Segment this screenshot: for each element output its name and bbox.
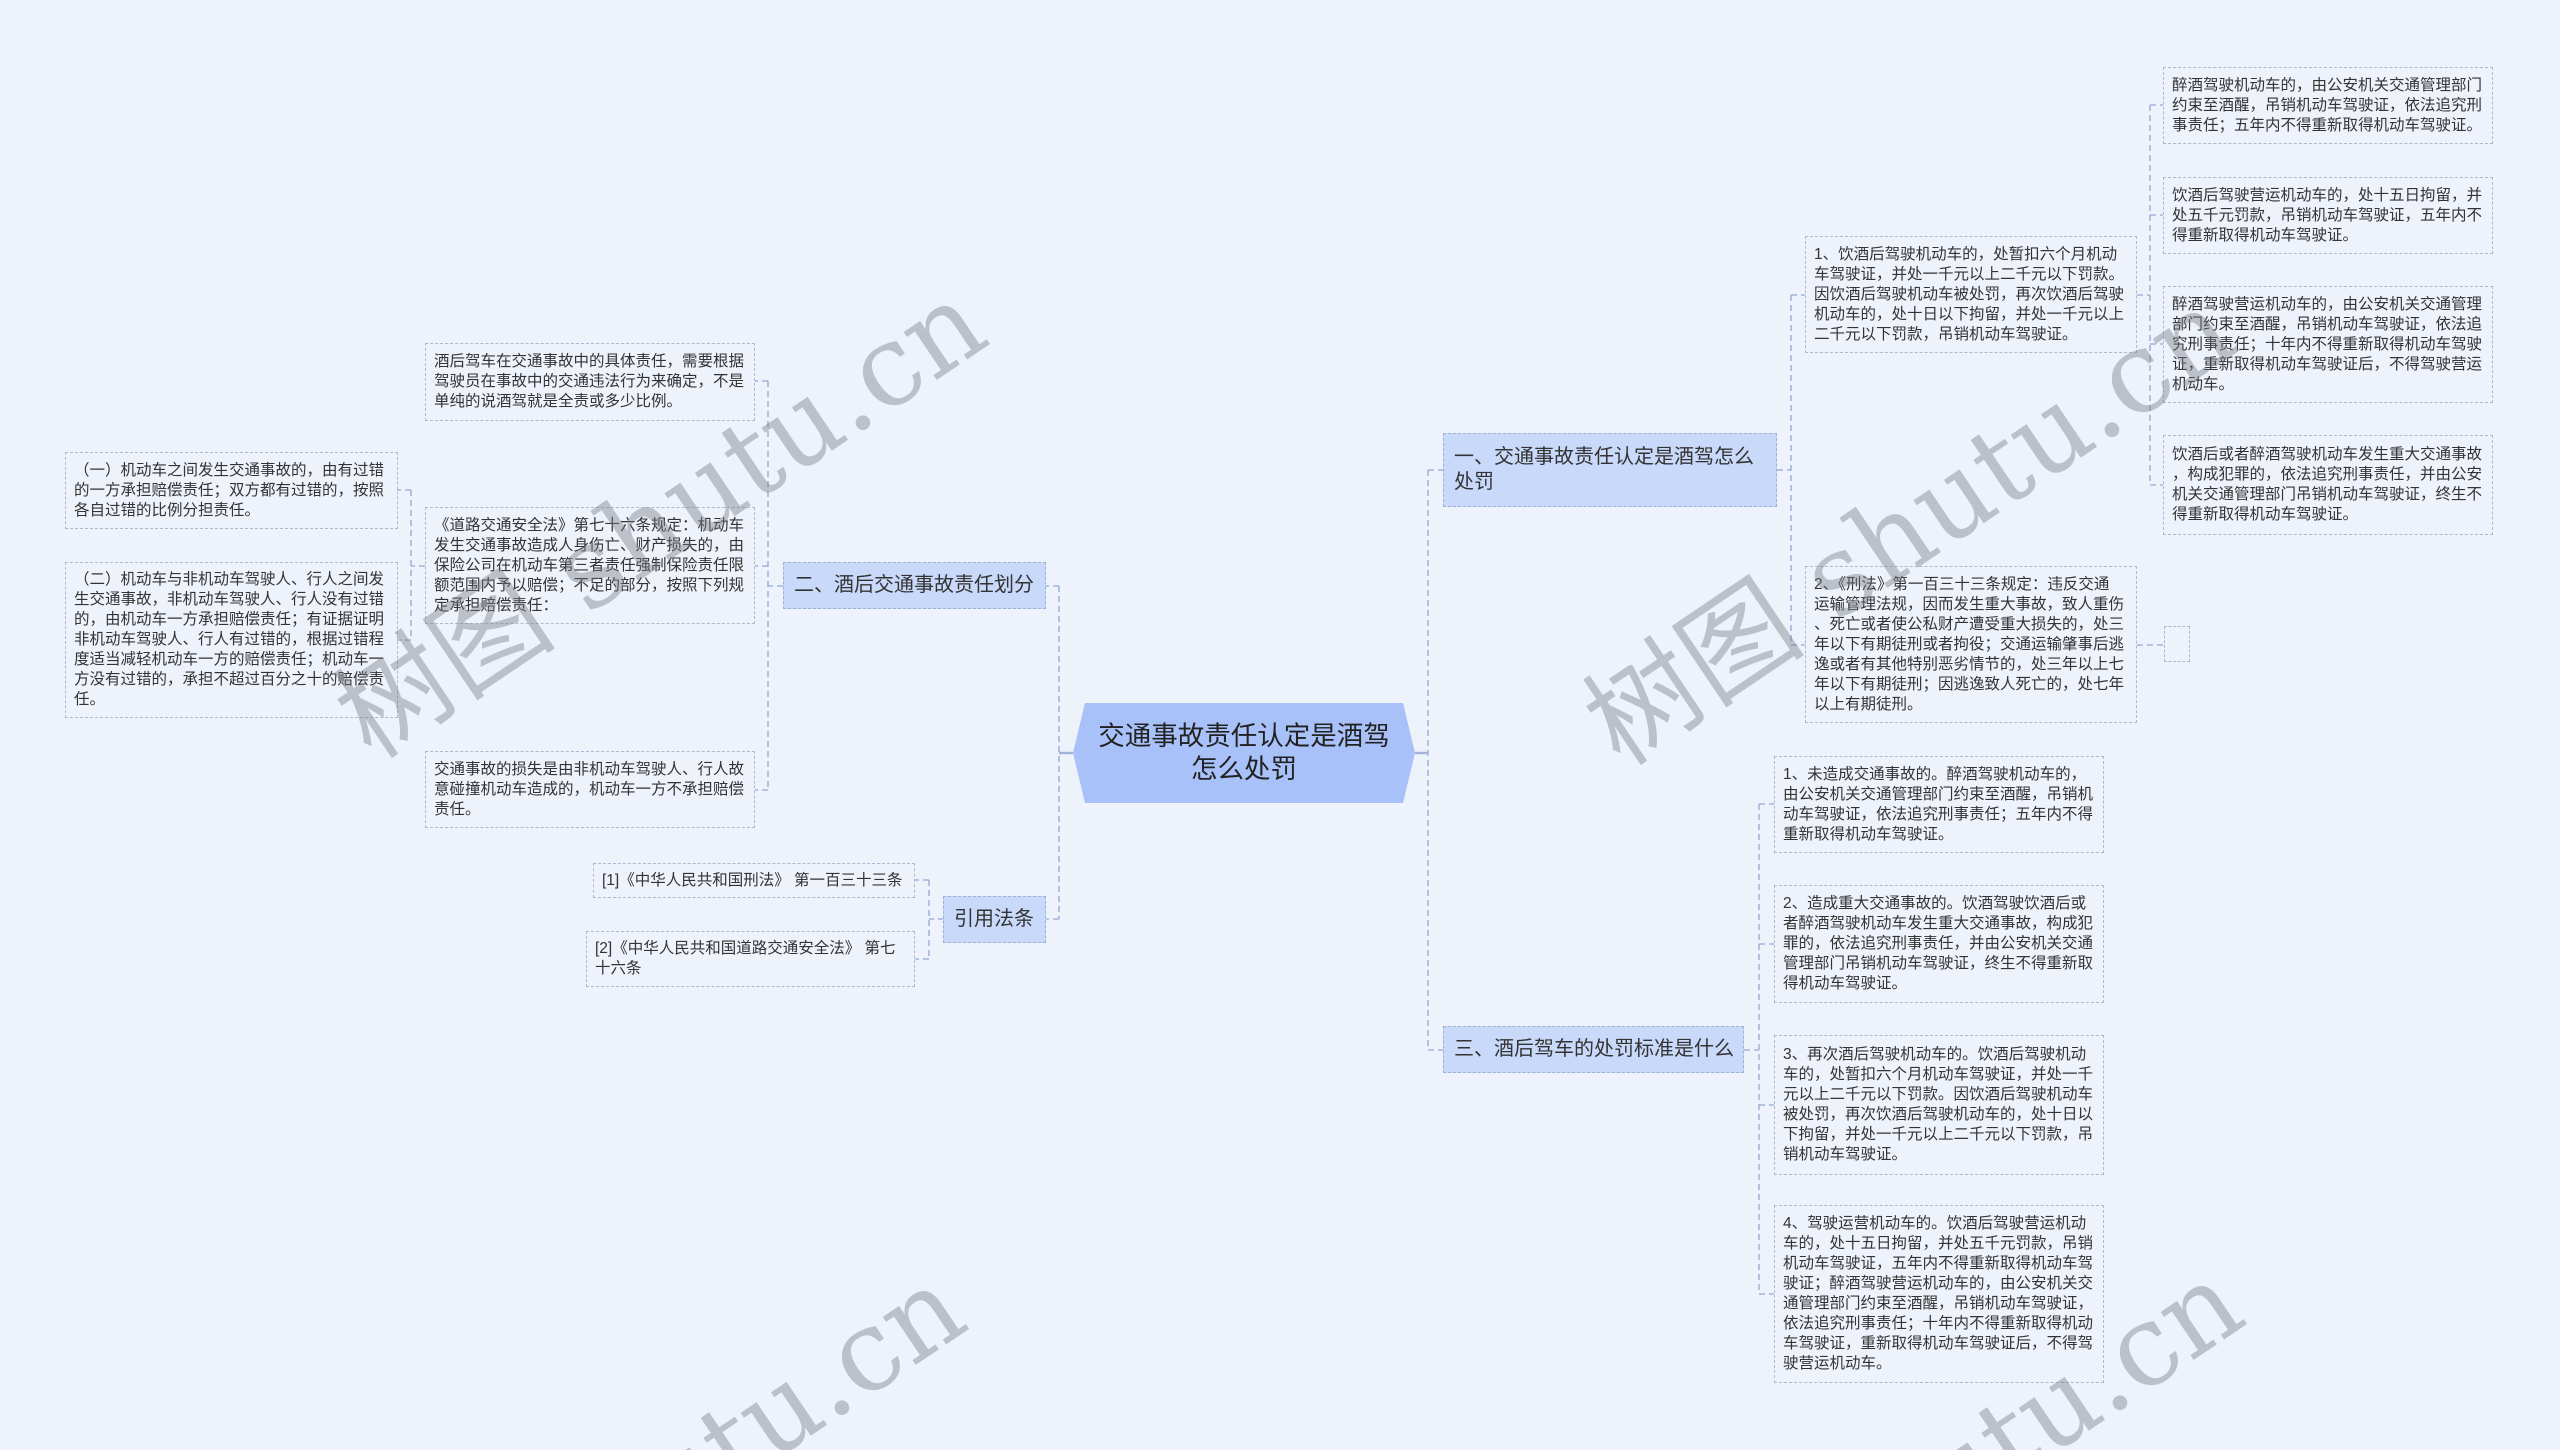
detail-text: 饮酒后驾驶营运机动车的，处十五日拘留，并 处五千元罚款，吊销机动车驾驶证，五年内…	[2172, 186, 2483, 244]
standard-text: 4、驾驶运营机动车的。饮酒后驾驶营运机动 车的，处十五日拘留，并处五千元罚款，吊…	[1783, 1215, 2094, 1372]
detail-major-accident: 饮酒后或者醉酒驾驶机动车发生重大交通事故 ，构成犯罪的，依法追究刑事责任，并由公…	[2163, 435, 2493, 535]
clause-text: （二）机动车与非机动车驾驶人、行人之间发 生交通事故，非机动车驾驶人、行人没有过…	[74, 571, 385, 708]
division-intentional-collision: 交通事故的损失是由非机动车驾驶人、行人故 意碰撞机动车造成的，机动车一方不承担赔…	[425, 751, 755, 828]
subtopic-text: 1、饮酒后驾驶机动车的，处暂扣六个月机动 车驾驶证，并处一千元以上二千元以下罚款…	[1814, 245, 2125, 343]
cited-law-road-safety: [2]《中华人民共和国道路交通安全法》 第七 十六条	[586, 931, 915, 987]
standard-repeat-offense: 3、再次酒后驾驶机动车的。饮酒后驾驶机动 车的，处暂扣六个月机动车驾驶证，并处一…	[1774, 1035, 2104, 1175]
cited-law-text: [2]《中华人民共和国道路交通安全法》 第七 十六条	[595, 940, 896, 977]
standard-text: 1、未造成交通事故的。醉酒驾驶机动车的， 由公安机关交通管理部门约束至酒醒，吊销…	[1783, 765, 2094, 843]
division-road-safety-law-76: 《道路交通安全法》第七十六条规定：机动车 发生交通事故造成人身伤亡、财产损失的，…	[425, 507, 755, 624]
subtopic-text: 2、《刑法》第一百三十三条规定：违反交通 运输管理法规，因而发生重大事故，致人重…	[1814, 575, 2125, 713]
clause-text: （一）机动车之间发生交通事故的，由有过错 的一方承担赔偿责任；双方都有过错的，按…	[74, 461, 385, 519]
division-text: 《道路交通安全法》第七十六条规定：机动车 发生交通事故造成人身伤亡、财产损失的，…	[434, 516, 745, 614]
detail-text: 饮酒后或者醉酒驾驶机动车发生重大交通事故 ，构成犯罪的，依法追究刑事责任，并由公…	[2172, 446, 2483, 523]
standard-text: 3、再次酒后驾驶机动车的。饮酒后驾驶机动 车的，处暂扣六个月机动车驾驶证，并处一…	[1783, 1046, 2094, 1163]
division-clause-one: （一）机动车之间发生交通事故的，由有过错 的一方承担赔偿责任；双方都有过错的，按…	[65, 452, 398, 529]
division-text: 酒后驾车在交通事故中的具体责任，需要根据 驾驶员在事故中的交通违法行为来确定，不…	[434, 353, 745, 410]
subtopic-criminal-law-133: 2、《刑法》第一百三十三条规定：违反交通 运输管理法规，因而发生重大事故，致人重…	[1805, 566, 2137, 723]
subtopic-drink-driving-penalty: 1、饮酒后驾驶机动车的，处暂扣六个月机动 车驾驶证，并处一千元以上二千元以下罚款…	[1805, 236, 2137, 353]
branch-topic-text: 引用法条	[954, 908, 1034, 930]
detail-drunk-driving: 醉酒驾驶机动车的，由公安机关交通管理部门 约束至酒醒，吊销机动车驾驶证，依法追究…	[2163, 67, 2493, 144]
branch-topic-liability-division: 二、酒后交通事故责任划分	[783, 562, 1046, 609]
detail-text: 醉酒驾驶营运机动车的，由公安机关交通管理 部门约束至酒醒，吊销机动车驾驶证，依法…	[2172, 295, 2483, 393]
branch-topic-penalty-standards: 三、酒后驾车的处罚标准是什么	[1443, 1026, 1744, 1073]
root-topic: 交通事故责任认定是酒驾 怎么处罚	[1073, 703, 1415, 803]
branch-topic-cited-laws: 引用法条	[943, 896, 1046, 943]
standard-text: 2、造成重大交通事故的。饮酒驾驶饮酒后或 者醉酒驾驶机动车发生重大交通事故，构成…	[1783, 895, 2094, 992]
cited-law-criminal: [1]《中华人民共和国刑法》 第一百三十三条	[593, 863, 915, 898]
branch-topic-liability-determination: 一、交通事故责任认定是酒驾怎么 处罚	[1443, 433, 1777, 507]
detail-text: 醉酒驾驶机动车的，由公安机关交通管理部门 约束至酒醒，吊销机动车驾驶证，依法追究…	[2172, 76, 2483, 134]
division-text: 交通事故的损失是由非机动车驾驶人、行人故 意碰撞机动车造成的，机动车一方不承担赔…	[434, 760, 745, 818]
standard-major-accident: 2、造成重大交通事故的。饮酒驾驶饮酒后或 者醉酒驾驶机动车发生重大交通事故，构成…	[1774, 885, 2104, 1003]
cited-law-text: [1]《中华人民共和国刑法》 第一百三十三条	[602, 871, 903, 889]
standard-commercial-vehicle: 4、驾驶运营机动车的。饮酒后驾驶营运机动 车的，处十五日拘留，并处五千元罚款，吊…	[1774, 1205, 2104, 1383]
division-specific-liability: 酒后驾车在交通事故中的具体责任，需要根据 驾驶员在事故中的交通违法行为来确定，不…	[425, 343, 755, 421]
standard-no-accident: 1、未造成交通事故的。醉酒驾驶机动车的， 由公安机关交通管理部门约束至酒醒，吊销…	[1774, 756, 2104, 853]
division-clause-two: （二）机动车与非机动车驾驶人、行人之间发 生交通事故，非机动车驾驶人、行人没有过…	[65, 562, 398, 718]
detail-drunk-driving-commercial: 醉酒驾驶营运机动车的，由公安机关交通管理 部门约束至酒醒，吊销机动车驾驶证，依法…	[2163, 286, 2493, 403]
branch-topic-text: 三、酒后驾车的处罚标准是什么	[1454, 1038, 1734, 1060]
empty-topic	[2164, 626, 2190, 662]
root-topic-text: 交通事故责任认定是酒驾 怎么处罚	[1098, 721, 1390, 784]
detail-drink-driving-commercial: 饮酒后驾驶营运机动车的，处十五日拘留，并 处五千元罚款，吊销机动车驾驶证，五年内…	[2163, 177, 2493, 254]
branch-topic-text: 一、交通事故责任认定是酒驾怎么 处罚	[1454, 446, 1754, 493]
branch-topic-text: 二、酒后交通事故责任划分	[794, 574, 1034, 596]
